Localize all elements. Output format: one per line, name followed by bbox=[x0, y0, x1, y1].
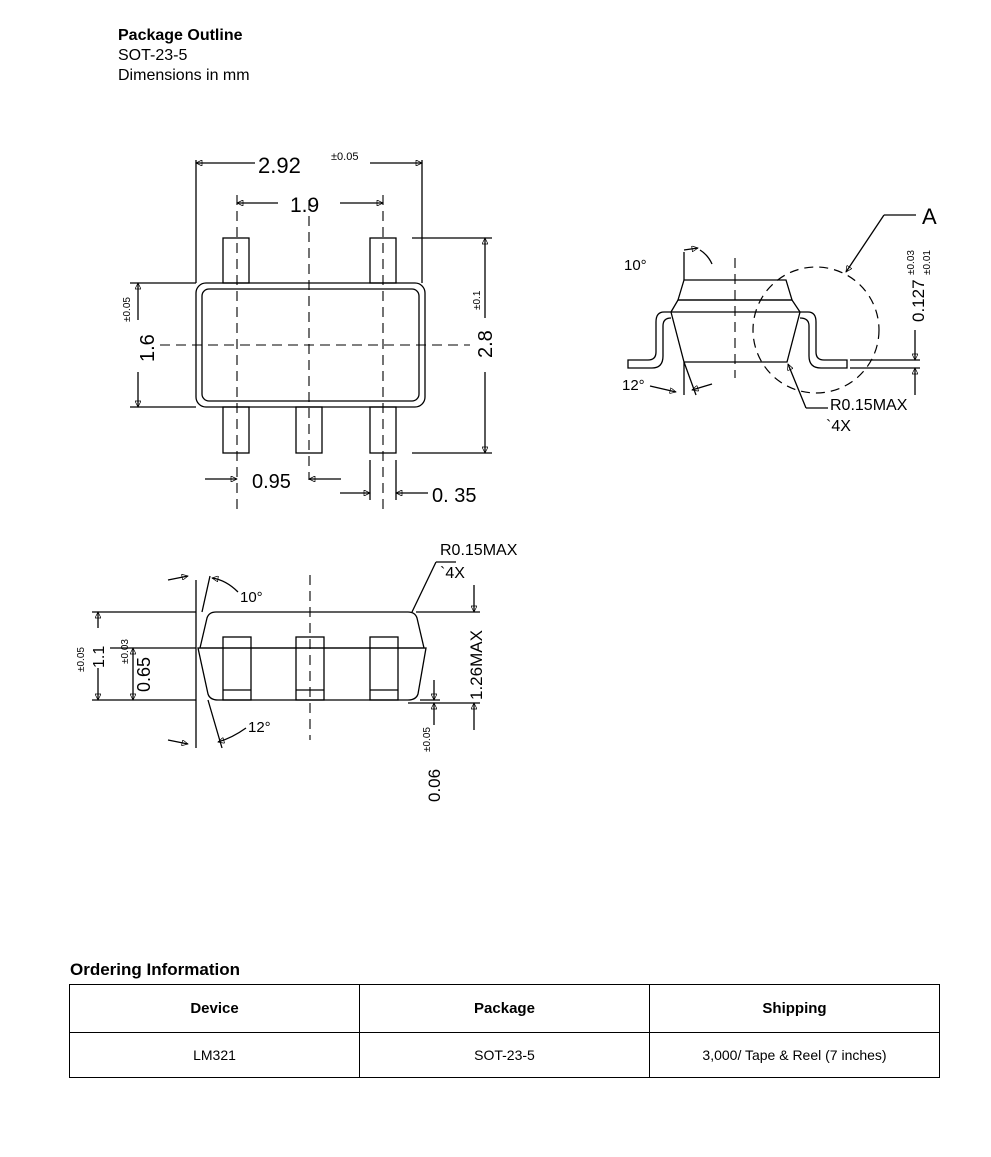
package-outline-drawing: 2.92 ±0.05 1.9 1.6 ±0.05 2.8 ±0.1 0.95 0… bbox=[76, 151, 937, 802]
header-device: Device bbox=[69, 984, 360, 1033]
lead-top-1 bbox=[222, 237, 250, 284]
dim-standoff: 0.06 bbox=[425, 769, 444, 802]
side-lead-right bbox=[799, 311, 848, 369]
header-shipping: Shipping bbox=[649, 984, 940, 1033]
lead-thickness: 0.127 bbox=[909, 279, 928, 322]
side-angle-bottom: 12° bbox=[622, 377, 645, 394]
package-name: SOT-23-5 bbox=[118, 47, 188, 64]
front-lead-1 bbox=[222, 636, 252, 701]
front-angle-bottom: 12° bbox=[248, 719, 271, 736]
front-angle-top: 10° bbox=[240, 589, 263, 606]
ordering-header-row: Device Package Shipping bbox=[69, 984, 940, 1033]
dim-max-height: 1.26MAX bbox=[467, 630, 486, 700]
front-body-top bbox=[199, 611, 425, 649]
lead-thickness-tol-plus: ±0.03 bbox=[906, 250, 917, 275]
package-outline-title: Package Outline bbox=[118, 27, 243, 44]
side-lead-left bbox=[627, 311, 672, 369]
dim-width: 2.92 bbox=[258, 153, 301, 178]
detail-a-circle bbox=[752, 266, 880, 394]
side-view bbox=[627, 214, 920, 409]
package-header: Package Outline SOT-23-5 Dimensions in m… bbox=[118, 26, 250, 86]
dim-body-width: 1.6 bbox=[137, 334, 159, 362]
dim-front-body-height-tol: ±0.05 bbox=[76, 647, 87, 672]
front-radius: R0.15MAX bbox=[440, 542, 518, 559]
dim-standoff-tol: ±0.05 bbox=[422, 727, 433, 752]
lead-bottom-3 bbox=[369, 406, 397, 454]
lead-thickness-tol-minus: ±0.01 bbox=[922, 250, 933, 275]
dim-pitch-outer: 1.9 bbox=[290, 194, 319, 217]
front-body-bottom bbox=[197, 647, 427, 701]
side-angle-top: 10° bbox=[624, 257, 647, 274]
cell-device: LM321 bbox=[69, 1032, 360, 1078]
front-lead-3 bbox=[369, 636, 399, 701]
ordering-table: Device Package Shipping LM321 SOT-23-5 3… bbox=[69, 984, 940, 1078]
dim-width-tolerance: ±0.05 bbox=[331, 151, 358, 163]
side-radius: R0.15MAX bbox=[830, 397, 908, 414]
side-radius-count: `4X bbox=[826, 418, 851, 435]
dim-front-body-height: 1.1 bbox=[91, 646, 108, 668]
dim-body-width-tolerance: ±0.05 bbox=[122, 297, 133, 322]
front-radius-count: `4X bbox=[440, 565, 465, 582]
lead-bottom-2 bbox=[295, 406, 323, 454]
front-view bbox=[92, 561, 480, 749]
detail-a-label: A bbox=[922, 204, 937, 229]
units-note: Dimensions in mm bbox=[118, 67, 250, 84]
dim-overall-height-tolerance: ±0.1 bbox=[472, 290, 483, 310]
dim-upper-height: 0.65 bbox=[134, 657, 154, 692]
cell-shipping: 3,000/ Tape & Reel (7 inches) bbox=[649, 1032, 940, 1078]
front-lead-2 bbox=[295, 636, 325, 701]
top-view bbox=[130, 160, 492, 510]
dim-upper-height-tol: ±0.03 bbox=[120, 639, 131, 664]
cell-package: SOT-23-5 bbox=[359, 1032, 650, 1078]
dim-overall-height: 2.8 bbox=[475, 330, 497, 358]
ordering-information-title: Ordering Information bbox=[70, 960, 240, 979]
header-package: Package bbox=[359, 984, 650, 1033]
dim-pitch: 0.95 bbox=[252, 471, 291, 493]
lead-bottom-1 bbox=[222, 406, 250, 454]
table-row: LM321 SOT-23-5 3,000/ Tape & Reel (7 inc… bbox=[69, 1032, 940, 1078]
dim-lead-width: 0. 35 bbox=[432, 485, 476, 507]
